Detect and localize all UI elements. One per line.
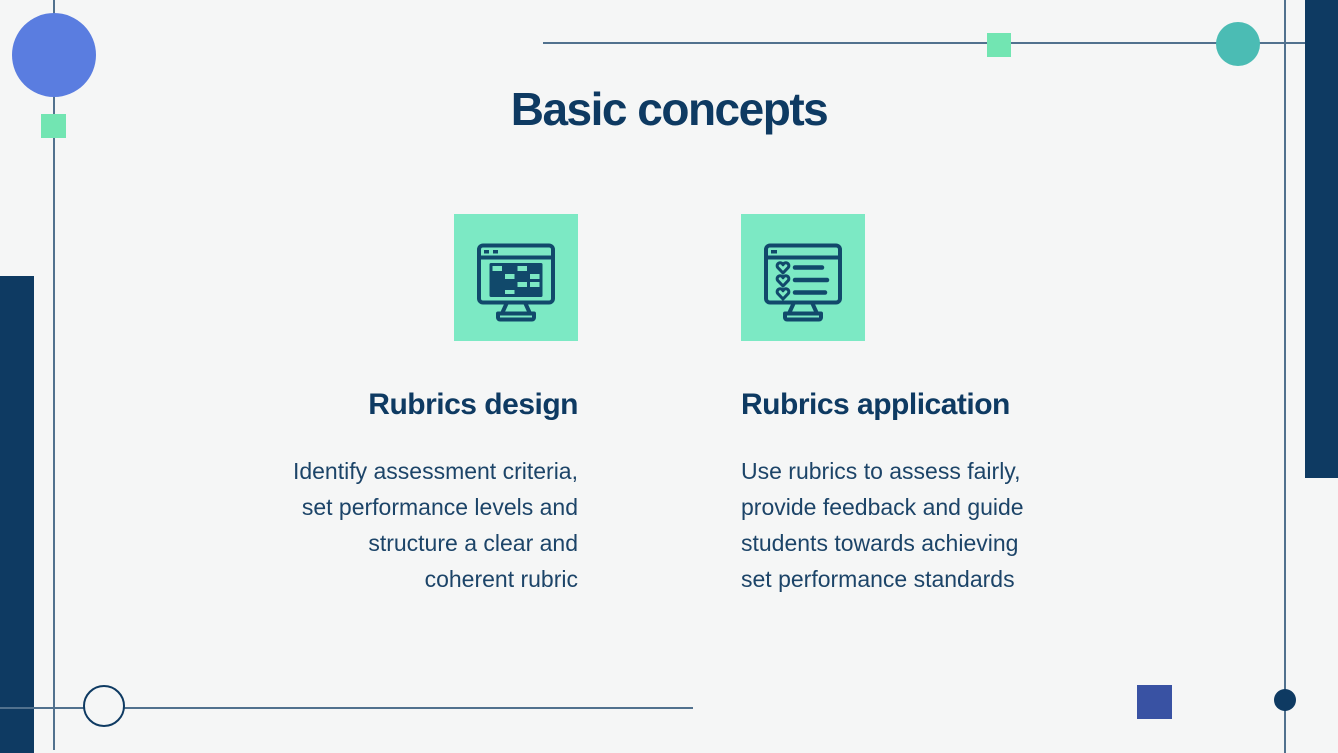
decor-royal-blue-square bbox=[1137, 685, 1172, 719]
decor-teal-circle bbox=[1216, 22, 1260, 66]
column-heading: Rubrics application bbox=[741, 388, 1010, 421]
decor-outline-circle bbox=[83, 685, 125, 727]
column-heading: Rubrics design bbox=[368, 388, 578, 421]
rubric-table-monitor-icon bbox=[454, 214, 578, 341]
decor-navy-dot bbox=[1274, 689, 1296, 711]
checklist-monitor-icon bbox=[741, 214, 865, 341]
decor-green-square-left bbox=[41, 114, 66, 138]
concept-column-rubrics-design: Rubrics design Identify assessment crite… bbox=[178, 214, 579, 597]
decor-vertical-line-right bbox=[1284, 0, 1286, 753]
decor-navy-bar-right bbox=[1305, 0, 1338, 478]
column-body-text: Use rubrics to assess fairly, provide fe… bbox=[741, 458, 1024, 592]
decor-horizontal-line-top bbox=[543, 42, 1306, 44]
decor-navy-bar-left bbox=[0, 276, 34, 753]
column-body-text: Identify assessment criteria, set perfor… bbox=[292, 458, 578, 592]
decor-horizontal-line-bottom bbox=[0, 707, 693, 709]
decor-vertical-line-left bbox=[53, 0, 55, 750]
slide-title: Basic concepts bbox=[510, 83, 829, 135]
concept-column-rubrics-application: Rubrics application Use rubrics to asses… bbox=[741, 214, 1141, 597]
decor-green-square-top bbox=[987, 33, 1011, 57]
decor-blue-circle bbox=[12, 13, 96, 97]
